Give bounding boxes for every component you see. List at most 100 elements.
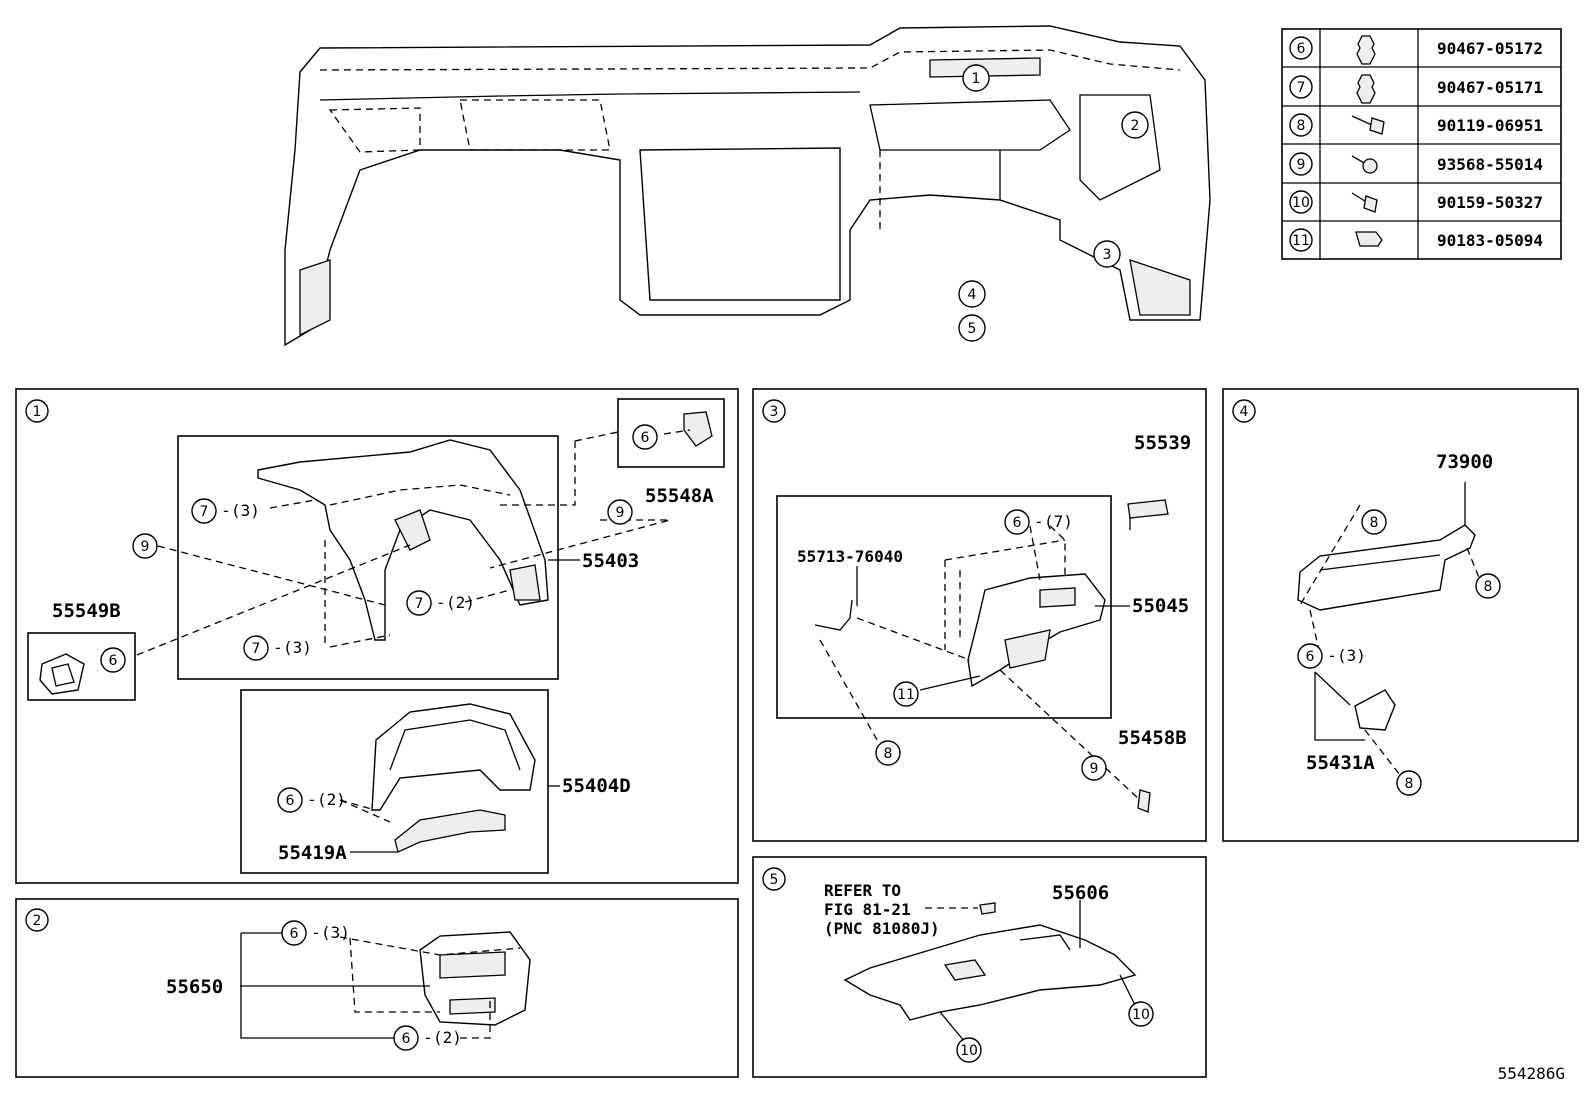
table-part-number: 90467-05172 <box>1437 39 1543 58</box>
refer-note-line: REFER TO <box>824 881 901 900</box>
svg-text:-: - <box>423 1028 433 1047</box>
garnish-part <box>394 809 506 853</box>
panel-number: 4 <box>1240 404 1249 420</box>
table-ref: 9 <box>1297 157 1306 173</box>
callout-number: 6 <box>641 430 650 446</box>
part-number-label: 55403 <box>582 550 639 572</box>
pad-part <box>1127 499 1169 519</box>
bolt-icon <box>1351 192 1378 213</box>
clip-icon <box>1356 35 1376 65</box>
panel-1: 1 6 <box>15 388 739 884</box>
panel-number: 1 <box>33 404 42 420</box>
callout-quantity: (2) <box>446 593 475 612</box>
callout-number: 10 <box>960 1043 978 1059</box>
nut-clip-icon <box>1355 231 1383 247</box>
figure-id: 554286G <box>1498 1064 1565 1083</box>
callout-number: 7 <box>415 596 424 612</box>
table-part-number: 90119-06951 <box>1437 116 1543 135</box>
overview-callout-number: 3 <box>1103 247 1112 263</box>
bracket-part <box>683 411 713 447</box>
panel-4: 4 8 8 6 - (3) 8 73900 55431A <box>1222 388 1579 842</box>
callout-number: 8 <box>884 746 893 762</box>
table-part-number: 90183-05094 <box>1437 231 1543 250</box>
callout-number: 6 <box>290 926 299 942</box>
airbag-part <box>1297 524 1476 611</box>
callout-number: 8 <box>1370 515 1379 531</box>
table-part-number: 90159-50327 <box>1437 193 1543 212</box>
part-number-label: 55404D <box>562 775 631 797</box>
table-part-number: 93568-55014 <box>1437 155 1543 174</box>
svg-text:-: - <box>273 638 283 657</box>
overview-callout-number: 5 <box>968 321 977 337</box>
callout-number: 10 <box>1132 1007 1150 1023</box>
callout-number: 6 <box>402 1031 411 1047</box>
part-number-label: 55539 <box>1134 432 1191 454</box>
callout-number: 6 <box>109 653 118 669</box>
svg-text:-: - <box>1034 512 1044 531</box>
screw-icon <box>1351 155 1378 174</box>
svg-text:-: - <box>221 501 231 520</box>
part-number-label: 55713-76040 <box>797 547 903 566</box>
fastener-table: 6 7 8 9 10 11 90 <box>1281 28 1562 260</box>
part-number-label: 55548A <box>645 485 714 507</box>
panel-number: 5 <box>770 872 779 888</box>
callout-quantity: (3) <box>321 923 350 942</box>
svg-text:-: - <box>436 593 446 612</box>
under-cover-part <box>843 924 1137 1021</box>
panel-number: 2 <box>33 913 42 929</box>
callout-quantity: (2) <box>317 790 346 809</box>
refer-note-line: FIG 81-21 <box>824 900 911 919</box>
callout-number: 6 <box>1013 515 1022 531</box>
overview-callout <box>962 64 990 92</box>
callout-number: 8 <box>1405 776 1414 792</box>
dashboard-overview: 1 2 3 4 5 <box>284 25 1211 347</box>
part-number-label: 55431A <box>1306 752 1375 774</box>
table-ref: 10 <box>1292 195 1310 211</box>
part-number-label: 55458B <box>1118 727 1187 749</box>
callout-quantity: (3) <box>1337 646 1366 665</box>
clip-icon <box>1356 74 1376 104</box>
part-number-label: 55606 <box>1052 882 1109 904</box>
callout-number: 6 <box>1306 649 1315 665</box>
table-ref: 6 <box>1297 41 1306 57</box>
refer-note-line: (PNC 81080J) <box>824 919 940 938</box>
table-ref: 8 <box>1297 118 1306 134</box>
panel-5: 5 10 10 REFER TO FIG 81-21 (PNC 81080J) … <box>752 856 1207 1078</box>
part-number-label: 55650 <box>166 976 223 998</box>
callout-quantity: (3) <box>283 638 312 657</box>
bracket-part <box>814 599 853 631</box>
panel-number: 3 <box>770 404 779 420</box>
part-number-label: 55419A <box>278 842 347 864</box>
upper-finish-panel-part <box>257 439 549 641</box>
bracket-part <box>1354 689 1396 731</box>
overview-callout-number: 2 <box>1131 118 1140 134</box>
callout-number: 9 <box>1090 761 1099 777</box>
callout-number: 7 <box>200 504 209 520</box>
part-number-label: 55045 <box>1132 595 1189 617</box>
svg-text:-: - <box>1327 646 1337 665</box>
callout-number: 9 <box>141 539 150 555</box>
table-ref: 11 <box>1292 233 1310 249</box>
callout-number: 7 <box>252 641 261 657</box>
overview-callout-number: 4 <box>968 287 977 303</box>
callout-quantity: (2) <box>433 1028 462 1047</box>
callout-number: 6 <box>286 793 295 809</box>
bolt-icon <box>1351 115 1385 135</box>
callout-number: 8 <box>1484 579 1493 595</box>
table-ref: 7 <box>1297 80 1306 96</box>
vent-bezel-part <box>39 653 85 695</box>
table-row-callout <box>1289 36 1313 60</box>
overview-callout-number: 1 <box>972 71 981 87</box>
panel-2: 2 6 - (3) 6 - (2) 55650 <box>15 898 739 1078</box>
cluster-panel-part <box>371 703 536 811</box>
callout-quantity: (3) <box>231 501 260 520</box>
part-number-label: 55549B <box>52 600 121 622</box>
callout-quantity: (7) <box>1044 512 1073 531</box>
svg-text:-: - <box>307 790 317 809</box>
panel-3: 3 6 - (7) 11 8 9 55539 55713-76040 55 <box>752 388 1207 842</box>
lower-panel-part <box>967 573 1106 688</box>
clip-part <box>1137 789 1151 813</box>
callout-number: 9 <box>616 505 625 521</box>
callout-number: 11 <box>897 687 915 703</box>
